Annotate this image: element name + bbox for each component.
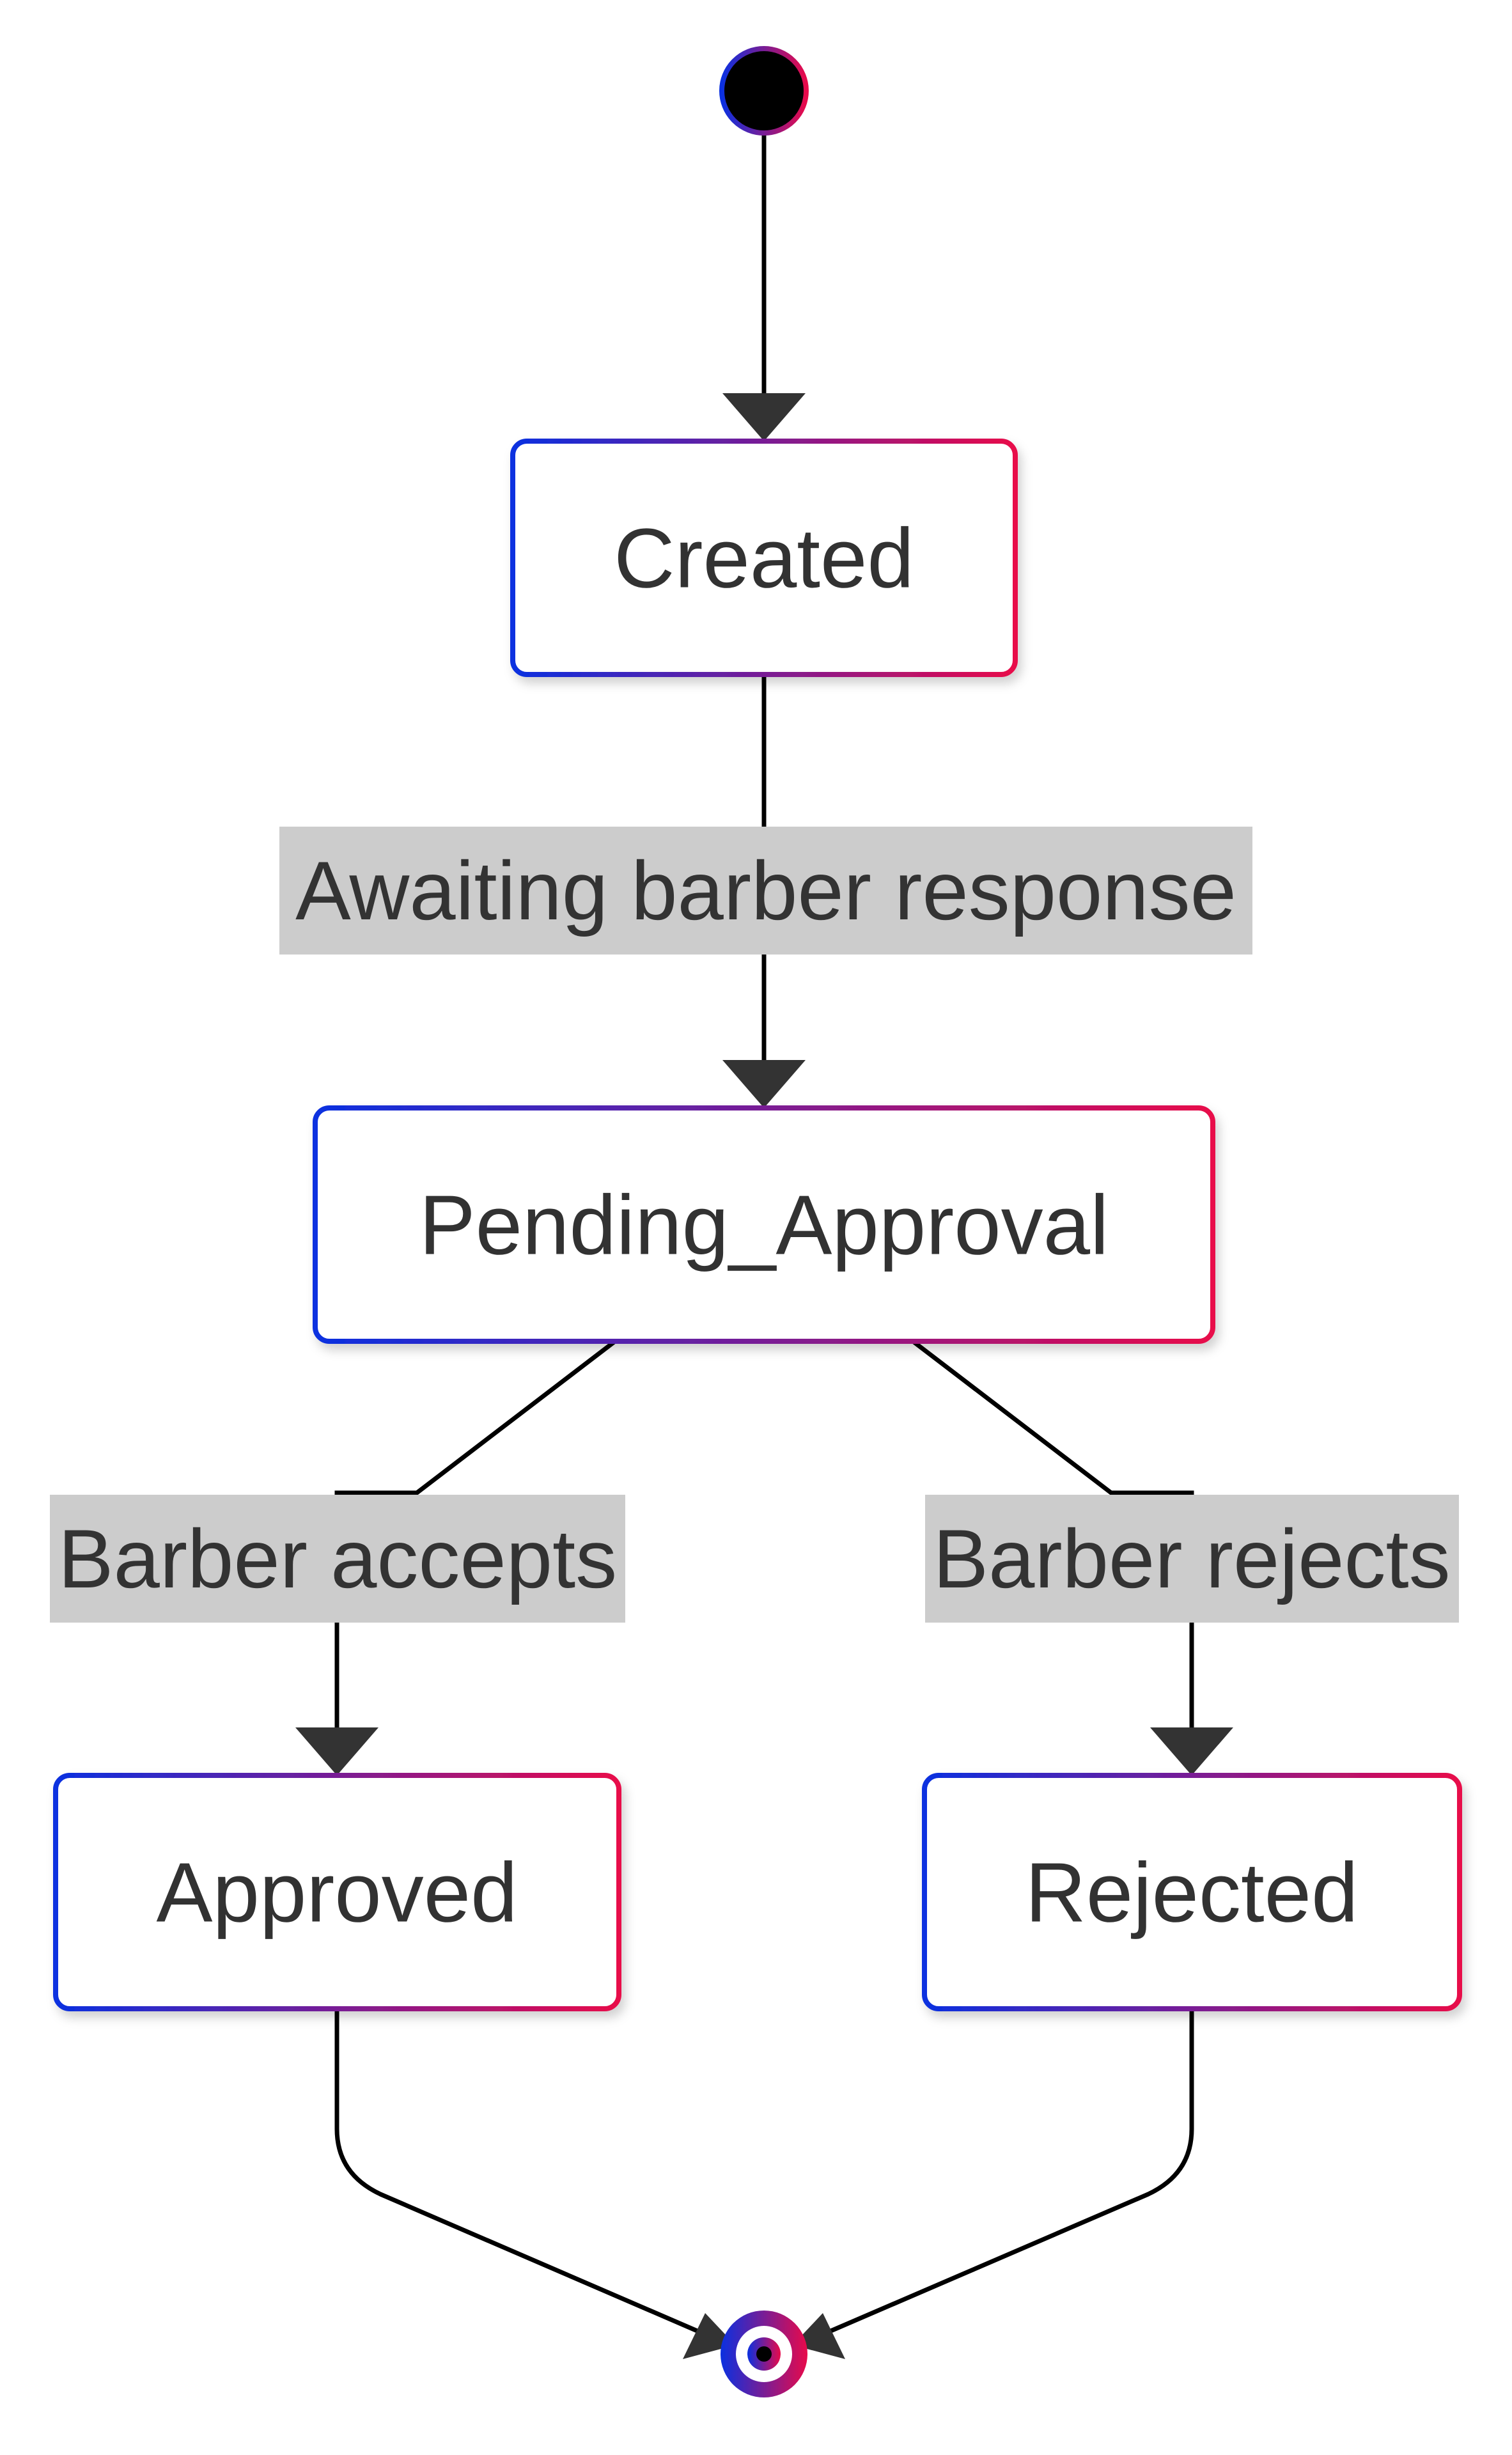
- edge-label-text: Awaiting barber response: [295, 844, 1236, 937]
- state-box: [313, 1105, 1215, 1344]
- edges: [295, 134, 1233, 2359]
- state-box: [922, 1773, 1462, 2011]
- edge-label-background: [925, 1495, 1459, 1623]
- state-box: [53, 1773, 621, 2011]
- state-label: Created: [614, 511, 914, 605]
- end-state-core: [756, 2346, 772, 2362]
- end-state: [721, 2311, 807, 2397]
- state-label: Rejected: [1025, 1846, 1359, 1940]
- arrowhead-approved: [295, 1727, 378, 1775]
- arrowhead-pending: [722, 1060, 806, 1108]
- edge-label-background: [50, 1495, 625, 1623]
- arrowhead-rejected: [1150, 1727, 1233, 1775]
- start-state: [719, 46, 809, 136]
- state-approved: Approved: [53, 1773, 621, 2011]
- edge-rejected-to-end: [823, 2009, 1194, 2336]
- edge-label-background: [279, 827, 1252, 955]
- edge-label-rejects: Barber rejects: [925, 1495, 1459, 1623]
- edge-approved-to-end: [334, 2009, 705, 2336]
- state-rejected: Rejected: [922, 1773, 1462, 2011]
- edge-label-text: Barber accepts: [58, 1512, 617, 1605]
- edge-label-text: Barber rejects: [933, 1512, 1450, 1605]
- state-box: [510, 439, 1018, 677]
- state-label: Pending_Approval: [419, 1178, 1109, 1272]
- state-created: Created: [510, 439, 1018, 677]
- arrowhead-created: [722, 393, 806, 441]
- state-label: Approved: [156, 1846, 517, 1940]
- state-pending-approval: Pending_Approval: [313, 1105, 1215, 1344]
- edge-label-awaiting: Awaiting barber response: [279, 827, 1252, 955]
- edge-label-accepts: Barber accepts: [50, 1495, 625, 1623]
